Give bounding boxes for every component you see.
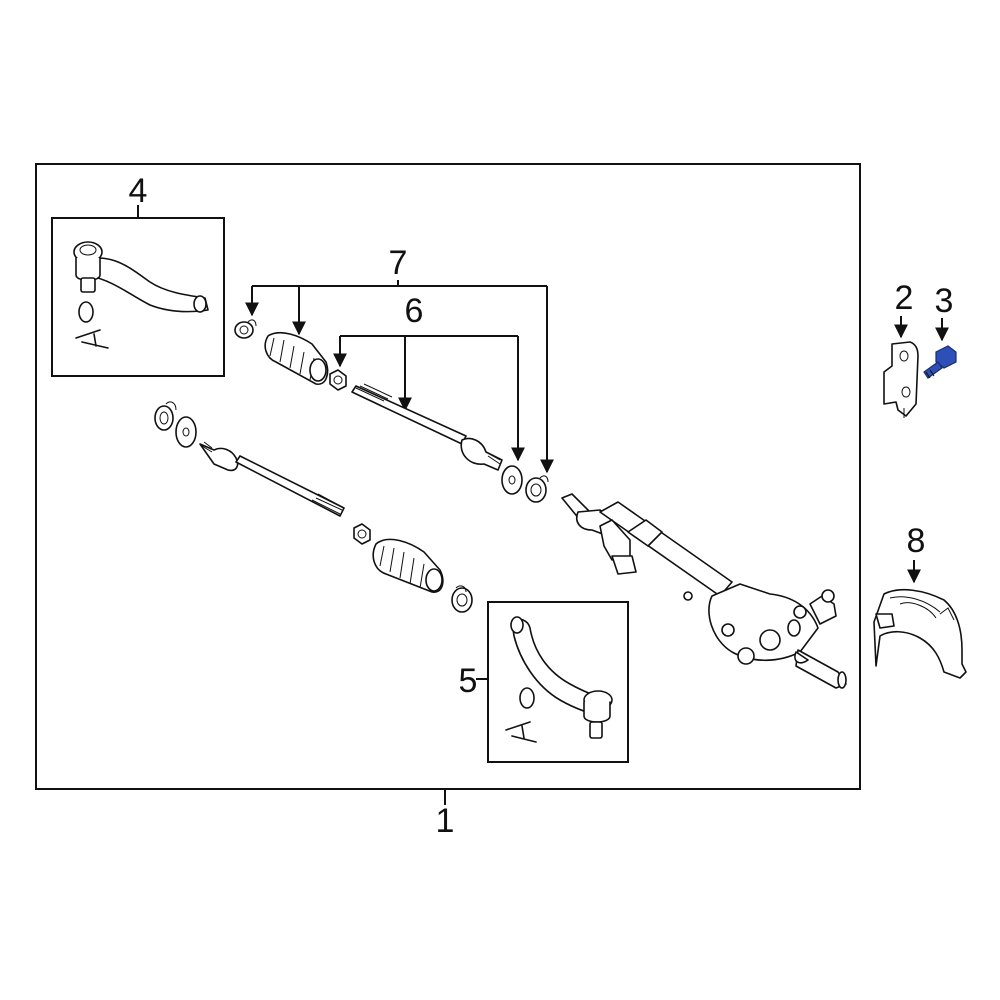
callout-5-label: 5 — [459, 662, 478, 700]
callout-2-label: 2 — [895, 279, 914, 317]
tie-rod-end-right-part[interactable] — [510, 616, 613, 739]
cotter-pin-left-icon — [75, 329, 109, 349]
washer-lower-part[interactable] — [175, 416, 197, 448]
boot-clamp-upper-right-part[interactable] — [525, 475, 549, 503]
lock-nut-upper-part[interactable] — [329, 369, 347, 391]
callout-3-label: 3 — [935, 282, 954, 320]
callout-6[interactable]: 6 — [333, 292, 525, 462]
boot-clamp-upper-left-part[interactable] — [234, 319, 257, 339]
callout-7-label: 7 — [389, 244, 408, 282]
washer-upper-part[interactable] — [501, 465, 523, 495]
inset-box-4: 4 — [51, 172, 225, 377]
bolt-icon — [935, 345, 957, 369]
rack-boot-upper-part[interactable] — [264, 331, 329, 385]
callout-7[interactable]: 7 — [245, 244, 554, 474]
callout-4-label: 4 — [129, 172, 148, 210]
inner-tie-rod-lower-part[interactable] — [199, 441, 345, 517]
callout-1-label: 1 — [436, 802, 455, 840]
assembly-frame — [35, 163, 861, 790]
bolt-shank-icon — [923, 361, 943, 379]
cotter-pin-right-icon — [505, 721, 537, 743]
mounting-bracket-part[interactable]: 2 — [883, 279, 919, 418]
lock-nut-lower-part[interactable] — [353, 523, 371, 545]
boot-clamp-lower-right-part[interactable] — [451, 585, 473, 613]
rack-boot-lower-part[interactable] — [372, 538, 444, 593]
inset-box-5: 5 — [459, 601, 629, 763]
inner-tie-rod-upper-part[interactable] — [351, 383, 503, 471]
bolt-part[interactable]: 3 — [923, 282, 957, 379]
boot-clamp-lower-left-part[interactable] — [154, 401, 177, 431]
tie-rod-end-left-part[interactable] — [73, 241, 209, 313]
heat-shield-part[interactable]: 8 — [873, 522, 967, 679]
callout-8-label: 8 — [907, 522, 926, 560]
callout-6-label: 6 — [405, 292, 424, 330]
o-ring-left-icon — [78, 301, 94, 323]
steering-rack-housing-part[interactable] — [561, 493, 847, 689]
o-ring-right-icon — [519, 687, 535, 709]
callout-1[interactable]: 1 — [436, 789, 455, 840]
